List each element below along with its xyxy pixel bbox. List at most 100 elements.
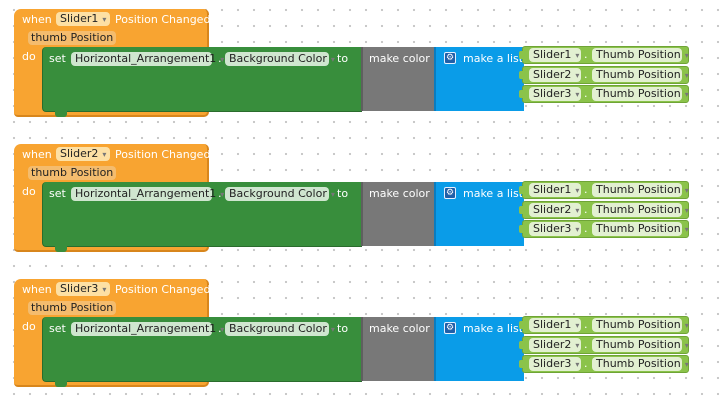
chevron-down-icon: ▾ <box>684 321 689 330</box>
make-color-label: make color <box>369 187 430 200</box>
set-component-dropdown[interactable]: Horizontal_Arrangement1▾ <box>71 322 224 336</box>
getter-component-dropdown[interactable]: Slider1▾ <box>529 48 581 62</box>
event-block[interactable]: when Slider3▾ Position Changed thumb Pos… <box>14 279 690 389</box>
event-name-label: Position Changed <box>115 148 211 161</box>
set-component-dropdown[interactable]: Horizontal_Arrangement1▾ <box>71 52 224 66</box>
set-property-dropdown[interactable]: Background Color▾ <box>225 322 335 336</box>
getter-component-dropdown[interactable]: Slider1▾ <box>529 318 581 332</box>
event-name-label: Position Changed <box>115 13 211 26</box>
getter-property-name: Thumb Position <box>596 203 681 216</box>
getter-property-dropdown[interactable]: Thumb Position▾ <box>592 48 689 62</box>
gear-icon[interactable]: ⚙ <box>444 322 456 334</box>
dot-separator: . <box>584 203 588 216</box>
getter-property-dropdown[interactable]: Thumb Position▾ <box>592 357 689 371</box>
property-getter-block[interactable]: Slider1▾ . Thumb Position▾ <box>519 316 689 334</box>
dot-separator: . <box>584 48 588 61</box>
getter-property-dropdown[interactable]: Thumb Position▾ <box>592 318 689 332</box>
chevron-down-icon: ▾ <box>575 321 580 330</box>
make-color-block[interactable]: make color <box>361 317 436 381</box>
event-component-dropdown[interactable]: Slider2▾ <box>56 147 110 161</box>
chevron-down-icon: ▾ <box>330 55 335 64</box>
event-block[interactable]: when Slider1▾ Position Changed thumb Pos… <box>14 9 690 119</box>
dot-separator: . <box>584 357 588 370</box>
getter-component-name: Slider3 <box>533 222 572 235</box>
getter-property-dropdown[interactable]: Thumb Position▾ <box>592 203 689 217</box>
property-getter-block[interactable]: Slider1▾ . Thumb Position▾ <box>519 46 689 64</box>
make-a-list-block[interactable]: ⚙ make a list <box>434 182 524 246</box>
make-color-block[interactable]: make color <box>361 182 436 246</box>
property-getter-block[interactable]: Slider3▾ . Thumb Position▾ <box>519 220 689 238</box>
event-component-name: Slider1 <box>60 12 99 25</box>
getter-component-name: Slider2 <box>533 338 572 351</box>
getter-component-dropdown[interactable]: Slider2▾ <box>529 338 581 352</box>
gear-icon[interactable]: ⚙ <box>444 52 456 64</box>
set-property-block[interactable]: set Horizontal_Arrangement1▾ . Backgroun… <box>42 47 362 117</box>
set-property-block[interactable]: set Horizontal_Arrangement1▾ . Backgroun… <box>42 182 362 252</box>
dot-separator: . <box>584 87 588 100</box>
getter-property-dropdown[interactable]: Thumb Position▾ <box>592 183 689 197</box>
chevron-down-icon: ▾ <box>575 206 580 215</box>
chevron-down-icon: ▾ <box>684 51 689 60</box>
property-getter-block[interactable]: Slider3▾ . Thumb Position▾ <box>519 85 689 103</box>
getter-component-dropdown[interactable]: Slider1▾ <box>529 183 581 197</box>
property-getter-block[interactable]: Slider2▾ . Thumb Position▾ <box>519 66 689 84</box>
getter-component-name: Slider3 <box>533 87 572 100</box>
make-color-block[interactable]: make color <box>361 47 436 111</box>
getter-component-name: Slider1 <box>533 183 572 196</box>
getter-property-dropdown[interactable]: Thumb Position▾ <box>592 87 689 101</box>
chevron-down-icon: ▾ <box>575 71 580 80</box>
gear-icon[interactable]: ⚙ <box>444 187 456 199</box>
set-component-name: Horizontal_Arrangement1 <box>75 187 217 200</box>
dot-separator: . <box>218 52 222 65</box>
set-property-dropdown[interactable]: Background Color▾ <box>225 187 335 201</box>
chevron-down-icon: ▾ <box>575 90 580 99</box>
event-block[interactable]: when Slider2▾ Position Changed thumb Pos… <box>14 144 690 254</box>
make-a-list-label: make a list <box>463 187 524 200</box>
chevron-down-icon: ▾ <box>102 150 107 159</box>
event-parameter[interactable]: thumb Position <box>28 166 117 180</box>
property-getter-block[interactable]: Slider1▾ . Thumb Position▾ <box>519 181 689 199</box>
property-getter-block[interactable]: Slider3▾ . Thumb Position▾ <box>519 355 689 373</box>
getter-component-dropdown[interactable]: Slider2▾ <box>529 68 581 82</box>
to-label: to <box>337 322 349 335</box>
getter-property-name: Thumb Position <box>596 183 681 196</box>
make-a-list-block[interactable]: ⚙ make a list <box>434 317 524 381</box>
set-label: set <box>49 52 66 65</box>
getter-component-name: Slider2 <box>533 68 572 81</box>
getter-property-dropdown[interactable]: Thumb Position▾ <box>592 338 689 352</box>
chevron-down-icon: ▾ <box>684 360 689 369</box>
event-component-dropdown[interactable]: Slider3▾ <box>56 282 110 296</box>
event-component-dropdown[interactable]: Slider1▾ <box>56 12 110 26</box>
make-a-list-label: make a list <box>463 52 524 65</box>
getter-property-dropdown[interactable]: Thumb Position▾ <box>592 222 689 236</box>
chevron-down-icon: ▾ <box>220 55 225 64</box>
event-parameter[interactable]: thumb Position <box>28 31 117 45</box>
property-getter-block[interactable]: Slider2▾ . Thumb Position▾ <box>519 201 689 219</box>
dot-separator: . <box>584 318 588 331</box>
getter-component-dropdown[interactable]: Slider3▾ <box>529 357 581 371</box>
to-label: to <box>337 52 349 65</box>
getter-component-dropdown[interactable]: Slider3▾ <box>529 222 581 236</box>
set-property-dropdown[interactable]: Background Color▾ <box>225 52 335 66</box>
do-label: do <box>22 320 36 333</box>
getter-component-name: Slider1 <box>533 318 572 331</box>
make-a-list-block[interactable]: ⚙ make a list <box>434 47 524 111</box>
set-label: set <box>49 322 66 335</box>
chevron-down-icon: ▾ <box>684 186 689 195</box>
event-parameter[interactable]: thumb Position <box>28 301 117 315</box>
chevron-down-icon: ▾ <box>220 190 225 199</box>
set-label: set <box>49 187 66 200</box>
getter-component-dropdown[interactable]: Slider3▾ <box>529 87 581 101</box>
event-component-name: Slider2 <box>60 147 99 160</box>
make-color-label: make color <box>369 322 430 335</box>
set-property-block[interactable]: set Horizontal_Arrangement1▾ . Backgroun… <box>42 317 362 387</box>
getter-property-name: Thumb Position <box>596 68 681 81</box>
getter-component-dropdown[interactable]: Slider2▾ <box>529 203 581 217</box>
set-component-dropdown[interactable]: Horizontal_Arrangement1▾ <box>71 187 224 201</box>
getter-component-name: Slider1 <box>533 48 572 61</box>
set-component-name: Horizontal_Arrangement1 <box>75 52 217 65</box>
chevron-down-icon: ▾ <box>684 90 689 99</box>
getter-property-dropdown[interactable]: Thumb Position▾ <box>592 68 689 82</box>
do-label: do <box>22 50 36 63</box>
property-getter-block[interactable]: Slider2▾ . Thumb Position▾ <box>519 336 689 354</box>
